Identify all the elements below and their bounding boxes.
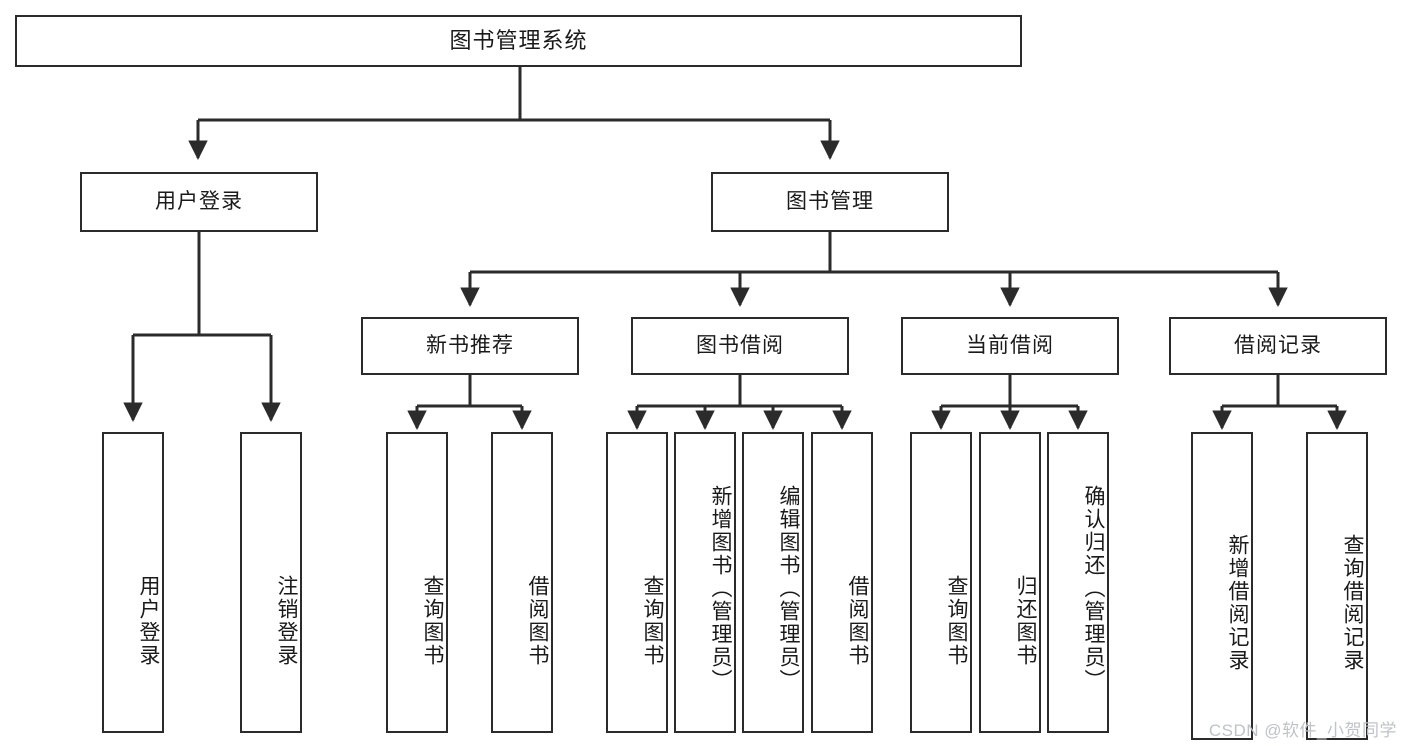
leaf-record-query-borrow-record[interactable]: 查询借阅记录 <box>1306 432 1368 740</box>
node-label: 查询图书 <box>421 574 444 667</box>
node-label: 借阅图书 <box>526 574 549 667</box>
leaf-borrow-edit-book-admin[interactable]: 编辑图书（管理员） <box>742 432 804 733</box>
leaf-record-add-borrow-record[interactable]: 新增借阅记录 <box>1191 432 1253 740</box>
node-new-book-recommendation[interactable]: 新书推荐 <box>361 317 579 375</box>
node-label: 注销登录 <box>275 574 298 667</box>
leaf-new-book-query-books[interactable]: 查询图书 <box>386 432 448 733</box>
node-label: 当前借阅 <box>966 334 1054 358</box>
node-root-book-management-system[interactable]: 图书管理系统 <box>15 15 1022 67</box>
leaf-new-book-borrow-books[interactable]: 借阅图书 <box>491 432 553 733</box>
node-label: 归还图书 <box>1014 574 1037 667</box>
node-label: 图书管理系统 <box>449 27 588 53</box>
node-label: 用户登录 <box>137 574 160 667</box>
node-borrowing-record[interactable]: 借阅记录 <box>1169 317 1387 375</box>
node-label: 图书管理 <box>786 190 874 214</box>
leaf-borrow-borrow-books[interactable]: 借阅图书 <box>811 432 873 733</box>
node-label: 用户登录 <box>155 190 243 214</box>
csdn-watermark: CSDN @软件_小贺同学 <box>1208 721 1397 740</box>
node-label: 确认归还（管理员） <box>1082 485 1105 692</box>
leaf-current-return-books[interactable]: 归还图书 <box>979 432 1041 733</box>
leaf-current-query-books[interactable]: 查询图书 <box>910 432 972 733</box>
leaf-borrow-add-book-admin[interactable]: 新增图书（管理员） <box>674 432 736 733</box>
node-label: 图书借阅 <box>696 334 784 358</box>
node-label: 新增借阅记录 <box>1226 534 1249 672</box>
node-book-borrowing[interactable]: 图书借阅 <box>631 317 849 375</box>
leaf-current-confirm-return-admin[interactable]: 确认归还（管理员） <box>1047 432 1109 733</box>
node-label: 查询图书 <box>641 574 664 667</box>
node-current-borrowing[interactable]: 当前借阅 <box>901 317 1119 375</box>
node-label: 借阅图书 <box>846 574 869 667</box>
node-label: 查询借阅记录 <box>1341 534 1364 672</box>
node-user-login[interactable]: 用户登录 <box>80 172 318 232</box>
node-label: 新书推荐 <box>426 334 514 358</box>
node-label: 编辑图书（管理员） <box>777 485 800 692</box>
leaf-user-login-logout[interactable]: 注销登录 <box>240 432 302 733</box>
node-book-management[interactable]: 图书管理 <box>711 172 949 232</box>
node-label: 新增图书（管理员） <box>709 485 732 692</box>
node-label: 借阅记录 <box>1234 334 1322 358</box>
node-label: 查询图书 <box>945 574 968 667</box>
leaf-user-login-login[interactable]: 用户登录 <box>102 432 164 733</box>
leaf-borrow-query-books[interactable]: 查询图书 <box>606 432 668 733</box>
